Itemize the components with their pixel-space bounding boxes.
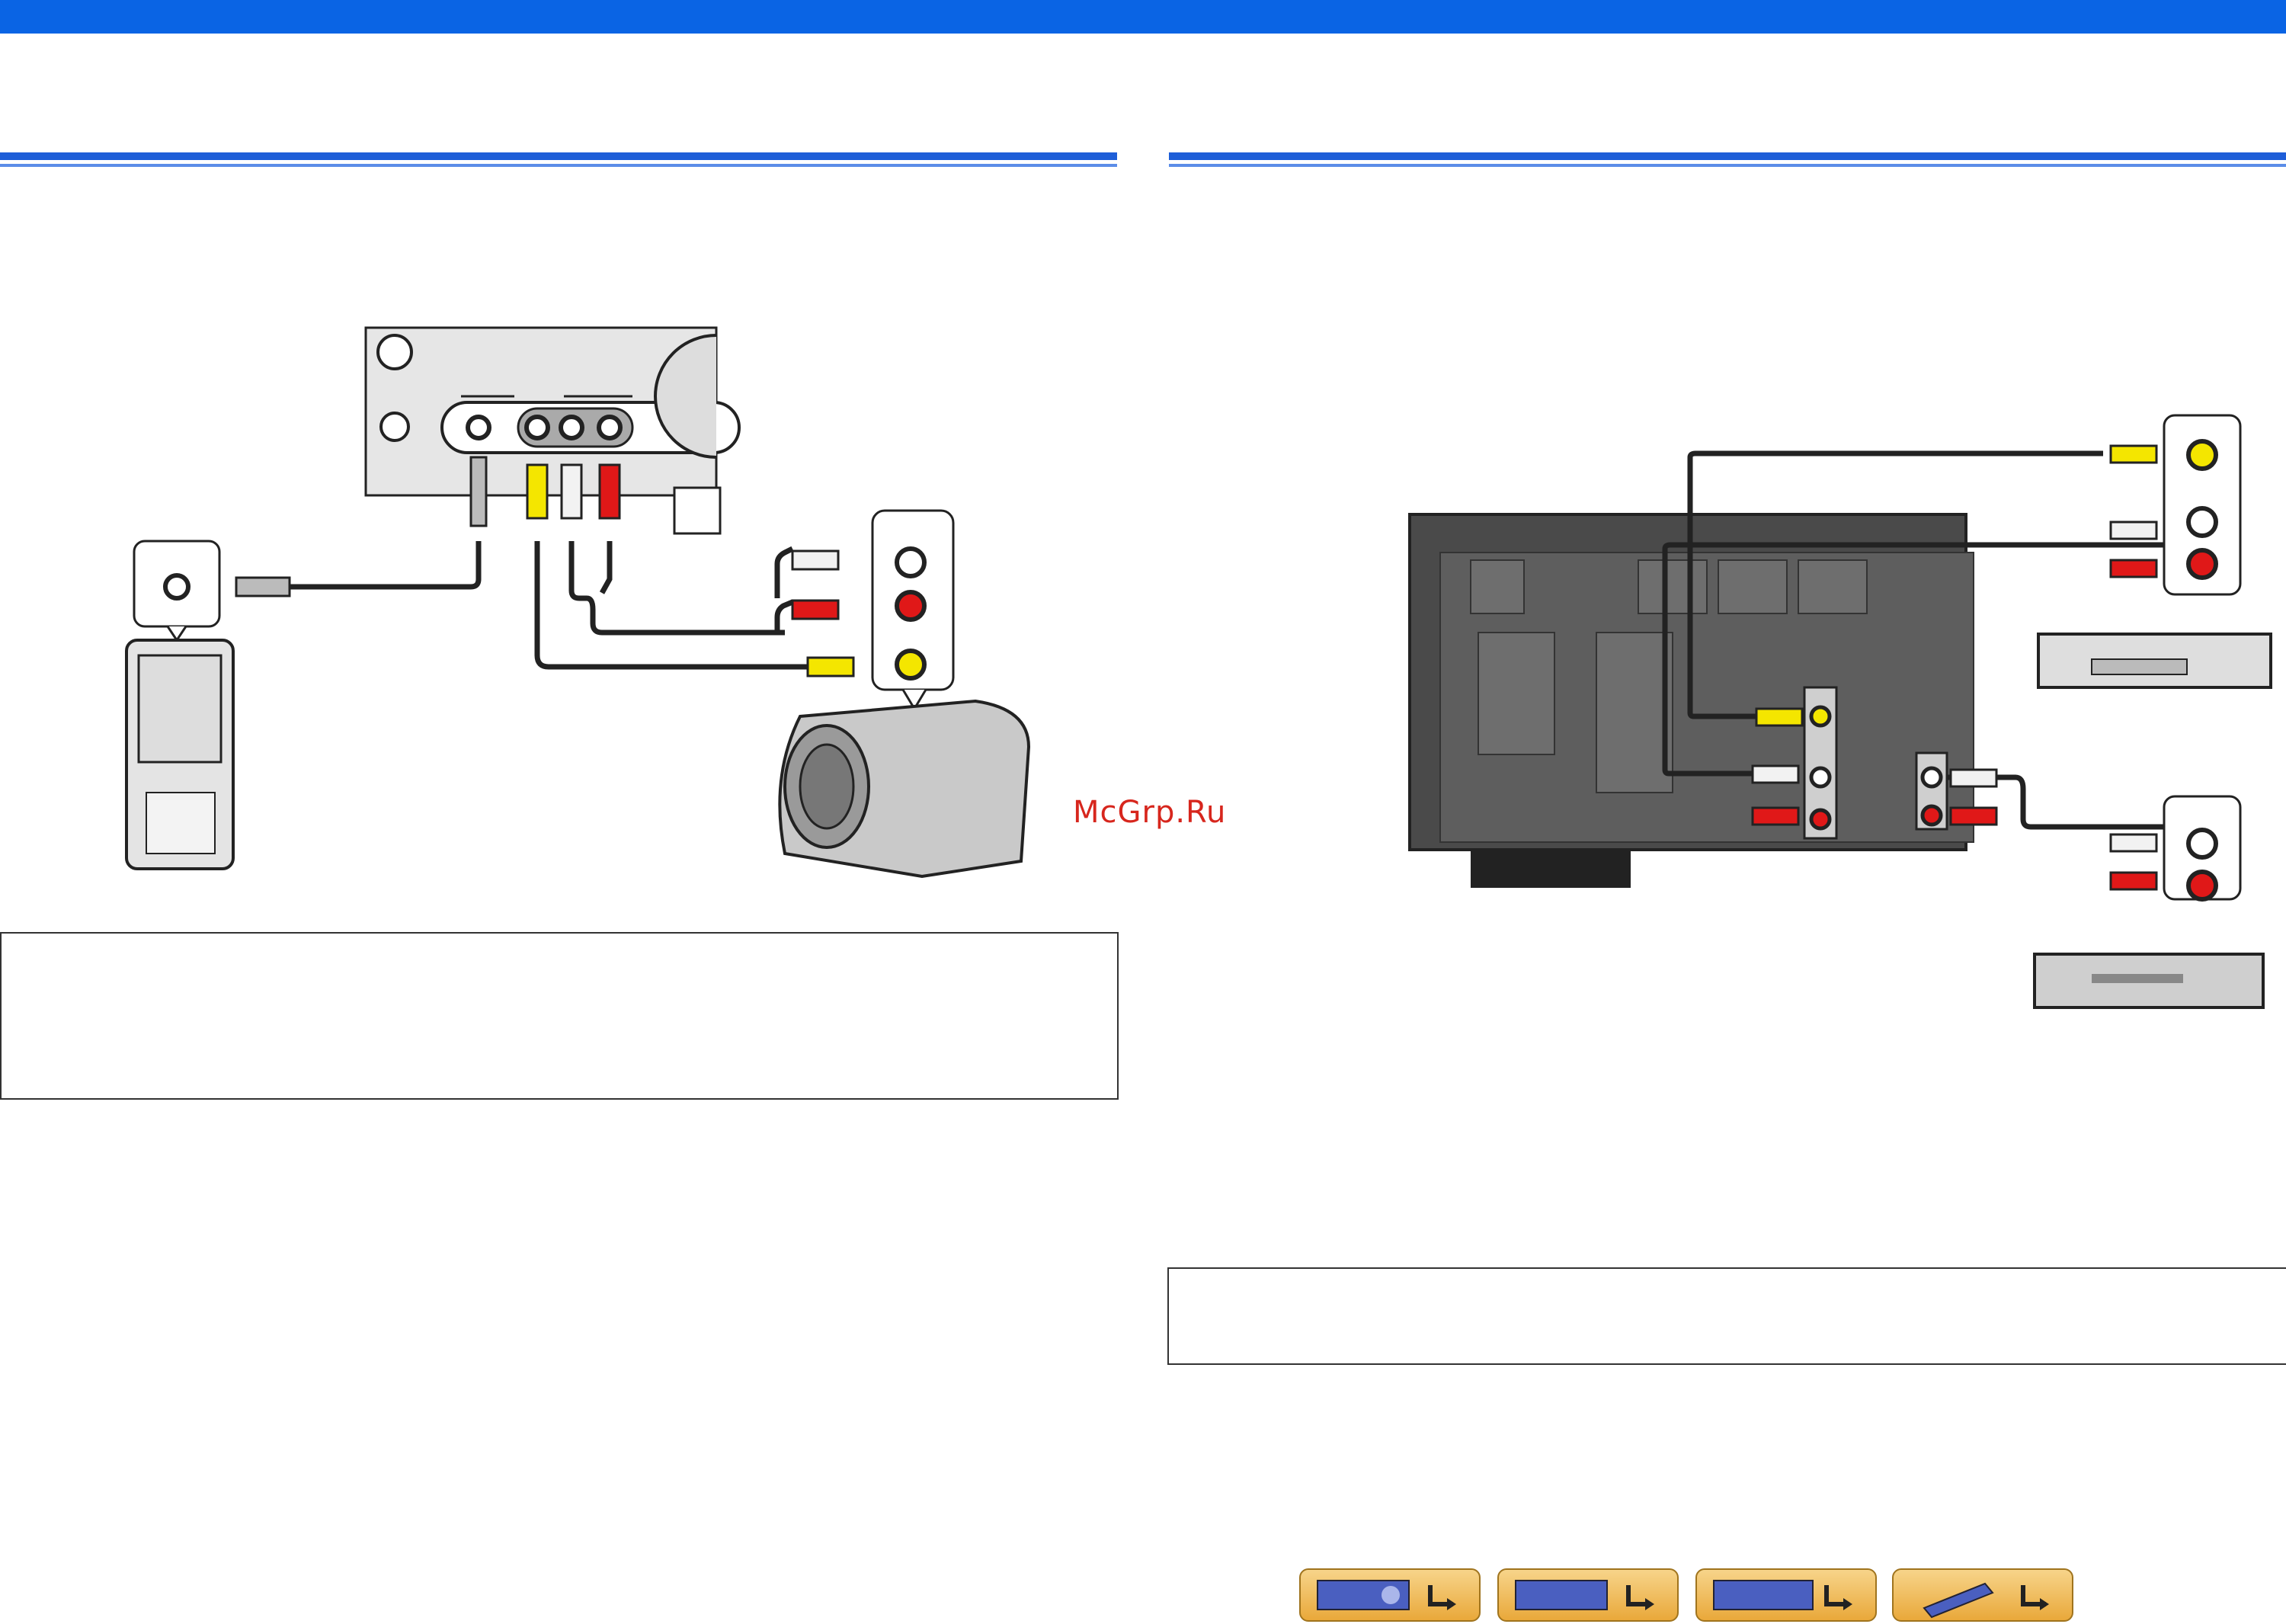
rear-plugs bbox=[1751, 444, 2158, 891]
right-section-rule bbox=[1169, 152, 2286, 168]
front-panel-nav-button[interactable] bbox=[1299, 1568, 1481, 1622]
front-panel-nav-icon bbox=[1317, 1580, 1456, 1610]
watermark: McGrp.Ru bbox=[1073, 795, 1227, 830]
right-note-box bbox=[1167, 1267, 2286, 1365]
front-connection-diagram bbox=[125, 326, 1031, 879]
vcr-jack-callout bbox=[2163, 414, 2242, 596]
rear-connection-diagram bbox=[1408, 414, 2272, 1009]
display-nav-button[interactable] bbox=[1695, 1568, 1877, 1622]
receiver-front-panel-icon bbox=[364, 326, 741, 535]
front-plugs bbox=[469, 456, 621, 527]
camcorder-jack-callout bbox=[871, 509, 955, 711]
camcorder-plugs bbox=[235, 549, 855, 677]
portable-player-icon bbox=[125, 540, 235, 870]
remote-nav-icon bbox=[1923, 1582, 2049, 1619]
vcr-icon bbox=[2037, 633, 2272, 689]
cd-player-icon bbox=[2033, 953, 2265, 1009]
rear-panel-nav-icon bbox=[1515, 1580, 1654, 1610]
camcorder-icon bbox=[778, 699, 1031, 879]
left-note-box bbox=[0, 932, 1119, 1100]
display-nav-icon bbox=[1713, 1580, 1852, 1610]
left-section-rule bbox=[0, 152, 1117, 168]
receiver-rear-panel-icon bbox=[1408, 513, 1974, 888]
top-color-bar bbox=[0, 0, 2286, 34]
cables bbox=[290, 541, 808, 670]
bottom-nav bbox=[1299, 1568, 2073, 1622]
cd-jack-callout bbox=[2163, 795, 2242, 902]
remote-nav-button[interactable] bbox=[1892, 1568, 2073, 1622]
rear-panel-nav-button[interactable] bbox=[1497, 1568, 1679, 1622]
